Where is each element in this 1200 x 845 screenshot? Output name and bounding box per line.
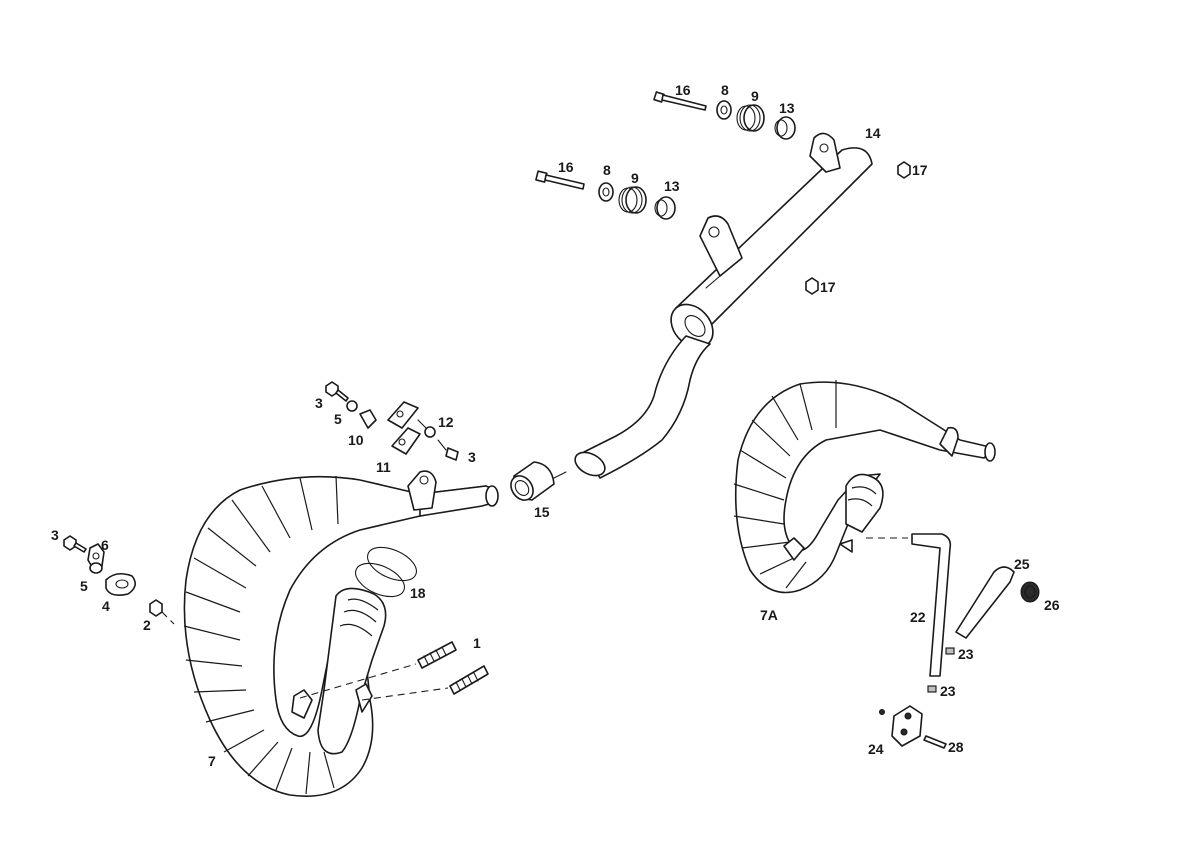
callout-10: 10	[348, 432, 364, 448]
muffler-silencer[interactable]	[663, 132, 873, 355]
callout-18: 18	[410, 585, 426, 601]
callout-26: 26	[1044, 597, 1060, 613]
callout-3-upper: 3	[315, 395, 323, 411]
callout-8-upper: 8	[721, 82, 729, 98]
sealing-rings[interactable]	[351, 541, 422, 604]
washer-lower[interactable]	[598, 182, 614, 202]
callout-3-left: 3	[51, 527, 59, 543]
nut-lower[interactable]	[805, 277, 819, 295]
bracket-hardware-upper[interactable]	[325, 381, 459, 461]
callout-15: 15	[534, 504, 550, 520]
callout-23-lower: 23	[940, 683, 956, 699]
callout-14: 14	[865, 125, 881, 141]
callout-1: 1	[473, 635, 481, 651]
callout-17-upper: 17	[912, 162, 928, 178]
breather-pipe[interactable]	[866, 533, 952, 677]
expansion-chamber[interactable]	[183, 470, 499, 797]
mounting-bolt-upper[interactable]	[653, 91, 707, 111]
rubber-damper-upper[interactable]	[736, 104, 765, 132]
callout-23-upper: 23	[958, 646, 974, 662]
nut-upper[interactable]	[897, 161, 911, 179]
callout-9-upper: 9	[751, 88, 759, 104]
callout-2: 2	[143, 617, 151, 633]
callout-16-upper: 16	[675, 82, 691, 98]
callout-24: 24	[868, 741, 884, 757]
callout-28: 28	[948, 739, 964, 755]
drain-hose[interactable]	[955, 566, 1015, 639]
callout-3-right: 3	[468, 449, 476, 465]
callout-4: 4	[102, 598, 110, 614]
rubber-damper-lower[interactable]	[618, 186, 647, 214]
callout-7: 7	[208, 753, 216, 769]
tail-pipe[interactable]	[571, 335, 711, 480]
spacer-lower[interactable]	[654, 196, 676, 220]
flange-hardware-left[interactable]	[63, 535, 175, 625]
callout-5-upper: 5	[334, 411, 342, 427]
hose-clip-lower[interactable]	[927, 685, 937, 693]
washer-upper[interactable]	[716, 100, 732, 120]
callout-16-lower: 16	[558, 159, 574, 175]
callout-13-upper: 13	[779, 100, 795, 116]
hose-clip-upper[interactable]	[945, 647, 955, 655]
expansion-chamber-alt[interactable]	[733, 380, 996, 594]
plug-cap[interactable]	[1020, 581, 1040, 603]
callout-12: 12	[438, 414, 454, 430]
callout-17-lower: 17	[820, 279, 836, 295]
mounting-bolt-lower[interactable]	[535, 170, 585, 190]
coupling-sleeve[interactable]	[506, 461, 567, 504]
springs[interactable]	[299, 641, 489, 701]
callout-25: 25	[1014, 556, 1030, 572]
callout-7a: 7A	[760, 607, 778, 623]
spacer-upper[interactable]	[774, 116, 796, 140]
callout-9-lower: 9	[631, 170, 639, 186]
callout-11: 11	[376, 459, 391, 475]
callout-5-left: 5	[80, 578, 88, 594]
callout-8-lower: 8	[603, 162, 611, 178]
callout-6: 6	[101, 537, 109, 553]
callout-13-lower: 13	[664, 178, 680, 194]
callout-22: 22	[910, 609, 926, 625]
valve-assembly[interactable]	[879, 705, 947, 749]
